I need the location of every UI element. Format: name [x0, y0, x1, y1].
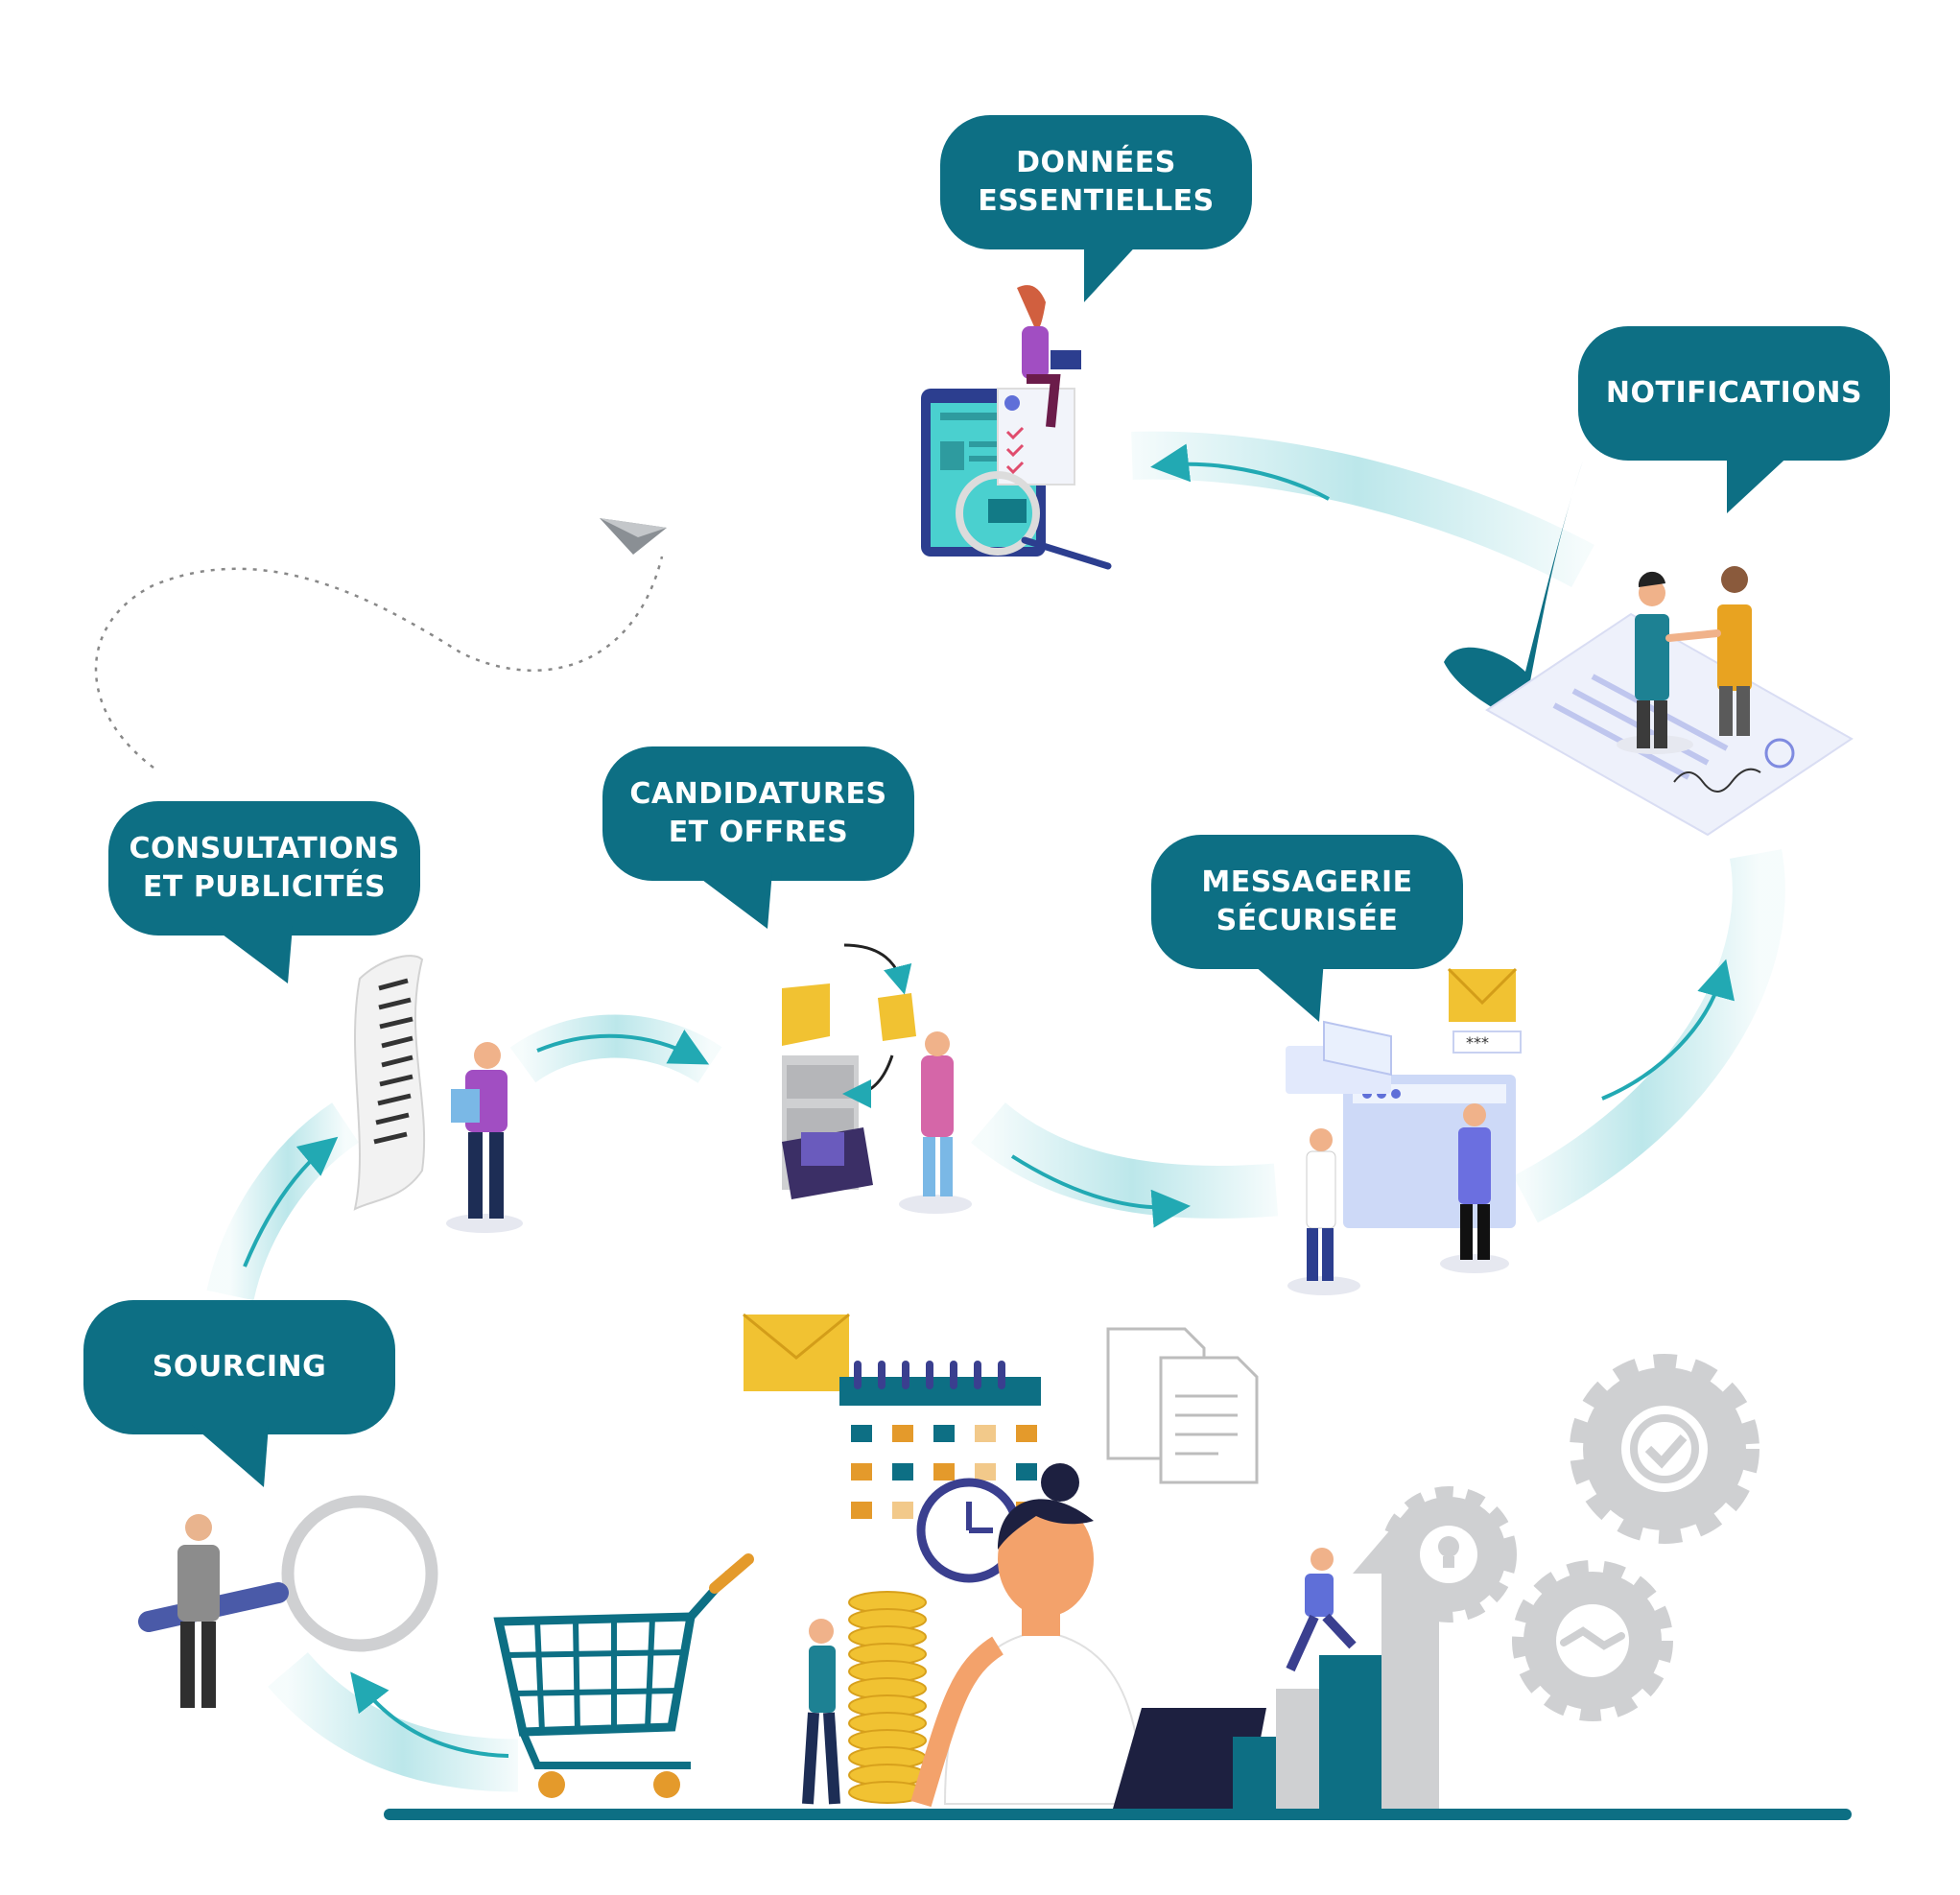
paper-plane-icon — [600, 518, 667, 555]
bubble-donnees-essentielles[interactable]: DONNÉES ESSENTIELLES — [940, 115, 1252, 249]
handshake-people — [1617, 566, 1752, 754]
coins-icon — [848, 1591, 927, 1804]
step-label-sourcing: SOURCING — [152, 1350, 327, 1384]
step-label-notifications: NOTIFICATIONS — [1605, 376, 1863, 410]
shopping-cart-icon — [493, 1553, 754, 1798]
bubble-notifications[interactable]: NOTIFICATIONS — [1578, 326, 1890, 461]
step-label-consultations: CONSULTATIONS ET PUBLICITÉS — [129, 832, 400, 904]
bubble-tail — [192, 1425, 269, 1487]
bubble-tail — [691, 871, 772, 929]
flow-ribbons — [206, 431, 1785, 1792]
step-label-messagerie: MESSAGERIE SÉCURISÉE — [1201, 865, 1413, 937]
bubble-messagerie-securisee[interactable]: MESSAGERIE SÉCURISÉE — [1151, 835, 1463, 969]
bubble-consultations-publicites[interactable]: CONSULTATIONS ET PUBLICITÉS — [108, 801, 420, 936]
clock-icon — [916, 1478, 1022, 1583]
magnifier-icon — [138, 1495, 438, 1708]
bubble-tail — [1247, 959, 1324, 1022]
woman-at-laptop — [910, 1463, 1266, 1809]
secure-mail-icon: *** — [1286, 967, 1522, 1295]
bottom-illustration — [384, 1313, 1852, 1820]
gear-bulb-icon — [1381, 1486, 1517, 1623]
envelope-icon — [743, 1313, 850, 1391]
bubble-tail — [1084, 240, 1142, 302]
tablet-data-icon — [921, 285, 1112, 570]
person-with-coins — [802, 1619, 840, 1805]
step-label-donnees: DONNÉES ESSENTIELLES — [978, 146, 1215, 218]
calendar-icon — [839, 1361, 1041, 1519]
bubble-tail — [211, 926, 293, 983]
bubble-tail — [1727, 451, 1794, 513]
publication-scroll-icon — [353, 955, 523, 1233]
gear-handshake-icon — [1512, 1560, 1673, 1721]
paper-plane-trail — [94, 518, 667, 769]
step-label-candidatures: CANDIDATURES ET OFFRES — [629, 777, 887, 849]
bubble-sourcing[interactable]: SOURCING — [83, 1300, 395, 1434]
gear-check-icon — [1570, 1354, 1759, 1544]
bubble-candidatures-offres[interactable]: CANDIDATURES ET OFFRES — [602, 746, 914, 881]
filing-cabinet-icon — [782, 943, 972, 1214]
checkmark-icon — [1444, 461, 1583, 724]
documents-icon — [1106, 1327, 1259, 1484]
climbing-person — [1286, 1548, 1357, 1672]
svg-text:***: *** — [1466, 1033, 1489, 1052]
ground-line — [384, 1809, 1852, 1820]
